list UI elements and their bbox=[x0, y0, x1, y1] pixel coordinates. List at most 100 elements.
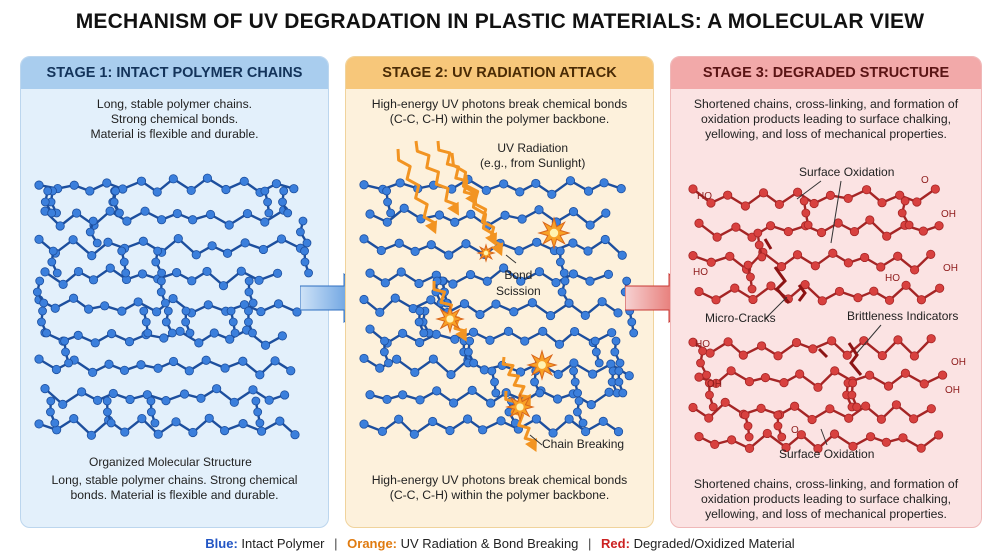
polymer-bond-line bbox=[38, 417, 296, 437]
polymer-atom bbox=[244, 317, 253, 327]
polymer-atom bbox=[428, 416, 438, 427]
polymer-atom bbox=[239, 176, 249, 186]
polymer-atom bbox=[462, 414, 473, 424]
stage1-top-line: Long, stable polymer chains. bbox=[96, 97, 253, 111]
polymer-atom bbox=[304, 268, 313, 278]
polymer-atom bbox=[554, 339, 565, 349]
stage3-bottom-line: Shortened chains, cross-linking, and for… bbox=[693, 477, 959, 491]
polymer-atom bbox=[534, 267, 545, 277]
polymer-atom bbox=[365, 390, 375, 400]
polymer-atom bbox=[598, 416, 608, 426]
polymer-atom bbox=[392, 354, 402, 364]
polymer-atom bbox=[254, 275, 264, 285]
degraded-atom bbox=[781, 442, 791, 453]
polymer-atom bbox=[570, 377, 580, 387]
degraded-atom bbox=[876, 414, 886, 424]
polymer-atom bbox=[382, 217, 392, 227]
stage3-top-line: yellowing, and loss of mechanical proper… bbox=[705, 127, 947, 141]
stage3-bottom-line: oxidation products leading to surface ch… bbox=[701, 492, 951, 506]
degraded-atom bbox=[877, 198, 887, 208]
polymer-atom bbox=[444, 250, 454, 260]
polymer-atom bbox=[42, 328, 51, 338]
polymer-atom bbox=[221, 184, 231, 195]
polymer-atom bbox=[255, 418, 265, 428]
polymer-atom bbox=[84, 304, 94, 314]
polymer-atom bbox=[618, 388, 628, 398]
polymer-atom bbox=[290, 430, 300, 440]
degraded-atom bbox=[898, 433, 908, 443]
polymer-atom bbox=[516, 276, 526, 286]
polymer-atom bbox=[383, 197, 392, 207]
degraded-atom bbox=[773, 351, 783, 361]
polymer-atom bbox=[450, 217, 460, 227]
polymer-atom bbox=[202, 266, 212, 277]
polymer-atom bbox=[490, 377, 499, 387]
polymer-atom bbox=[58, 279, 68, 289]
polymer-atom bbox=[624, 371, 634, 381]
polymer-atom bbox=[365, 209, 375, 219]
polymer-atom bbox=[85, 186, 95, 196]
polymer-atom bbox=[283, 208, 293, 218]
stage1-top-line: Material is flexible and durable. bbox=[90, 127, 259, 141]
degraded-atom bbox=[861, 401, 871, 411]
polymer-atom bbox=[173, 234, 183, 244]
polymer-atom bbox=[34, 354, 44, 364]
polymer-atom bbox=[555, 257, 565, 267]
legend-separator: | bbox=[588, 536, 592, 551]
degraded-atom bbox=[891, 400, 902, 410]
polymer-atom bbox=[263, 197, 272, 207]
hydroxyl-label: OH bbox=[951, 357, 966, 368]
polymer-atom bbox=[286, 366, 296, 376]
degraded-atom bbox=[869, 286, 879, 296]
polymer-atom bbox=[218, 281, 229, 291]
polymer-atom bbox=[572, 407, 582, 417]
polymer-atom bbox=[37, 317, 46, 327]
degraded-atom bbox=[813, 382, 823, 392]
polymer-atom bbox=[557, 287, 567, 297]
polymer-atom bbox=[279, 186, 289, 196]
polymer-atom bbox=[590, 336, 600, 346]
polymer-bond-line bbox=[38, 237, 302, 257]
polymer-atom bbox=[205, 209, 216, 220]
polymer-atom bbox=[585, 220, 595, 230]
polymer-atom bbox=[58, 399, 68, 410]
polymer-atom bbox=[52, 268, 62, 278]
micro-cracks-label: Micro-Cracks bbox=[705, 311, 776, 325]
polymer-atom bbox=[622, 276, 632, 286]
polymer-atom bbox=[568, 269, 579, 279]
degraded-atom bbox=[740, 201, 750, 211]
polymer-atom bbox=[244, 306, 253, 316]
polymer-atom bbox=[607, 328, 617, 338]
polymer-atom bbox=[273, 299, 284, 309]
polymer-atom bbox=[260, 186, 270, 196]
polymer-atom bbox=[168, 356, 179, 367]
polymer-atom bbox=[398, 328, 408, 338]
polymer-atom bbox=[196, 393, 206, 403]
polymer-atom bbox=[538, 326, 548, 336]
polymer-atom bbox=[175, 326, 185, 336]
polymer-atom bbox=[117, 306, 127, 316]
polymer-atom bbox=[398, 390, 408, 400]
polymer-atom bbox=[629, 328, 639, 338]
degraded-atom bbox=[708, 402, 718, 412]
polymer-atom bbox=[167, 328, 177, 338]
polymer-atom bbox=[578, 418, 588, 428]
polymer-atom bbox=[244, 276, 254, 286]
polymer-atom bbox=[617, 250, 627, 260]
degraded-atom bbox=[796, 430, 806, 440]
polymer-atom bbox=[568, 238, 578, 248]
polymer-atom bbox=[32, 287, 42, 297]
polymer-atom bbox=[161, 317, 171, 327]
degraded-atom bbox=[756, 403, 766, 413]
polymer-atom bbox=[300, 246, 309, 256]
degraded-atom bbox=[900, 368, 911, 378]
polymer-atom bbox=[515, 367, 526, 377]
uv-arrowhead bbox=[525, 438, 537, 452]
polymer-atom bbox=[431, 329, 441, 339]
polymer-atom bbox=[186, 185, 196, 196]
polymer-atom bbox=[60, 336, 69, 346]
degraded-atom bbox=[830, 366, 840, 376]
polymer-atom bbox=[108, 388, 118, 399]
polymer-atom bbox=[434, 210, 445, 220]
polymer-atom bbox=[156, 215, 167, 225]
